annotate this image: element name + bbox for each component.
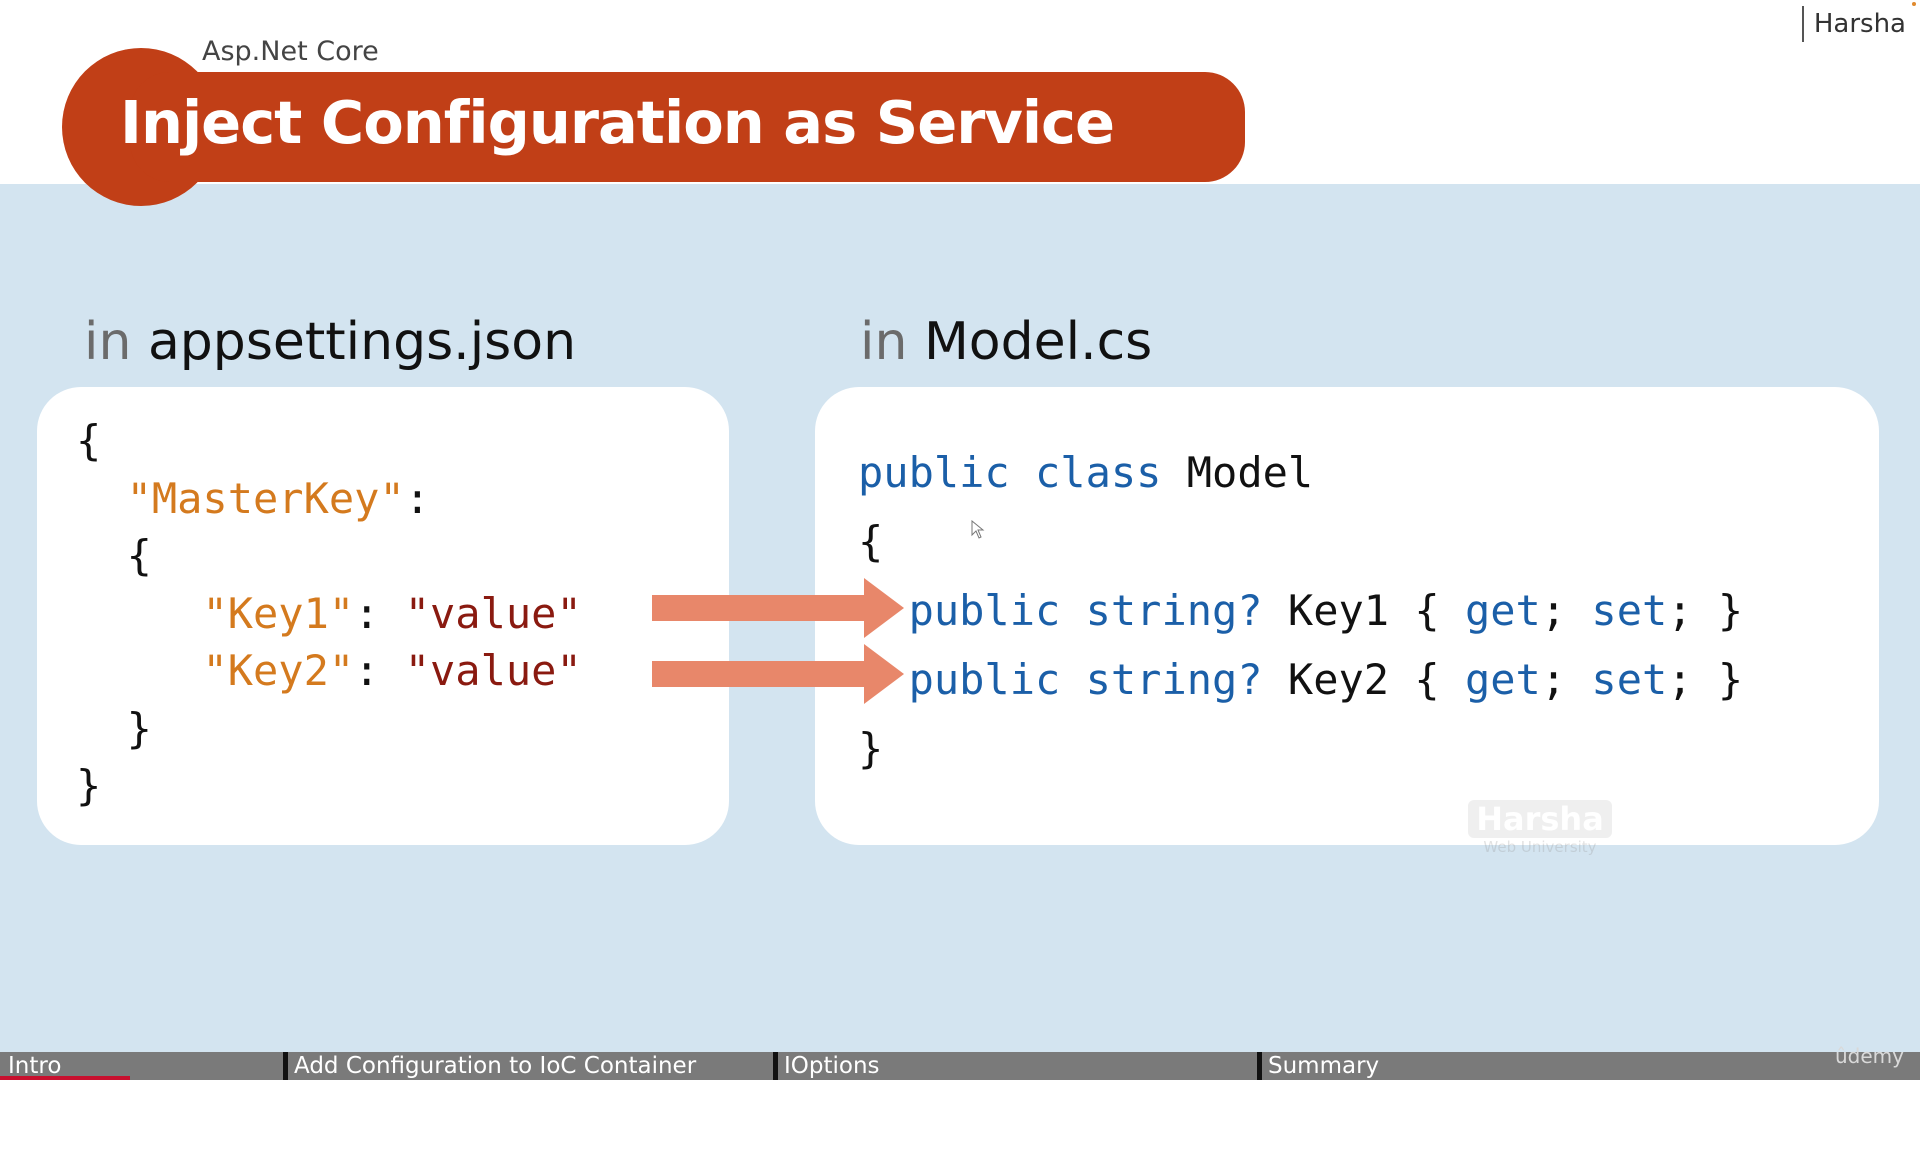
watermark-brand: Harsha bbox=[1468, 800, 1612, 838]
cs-acc-close-1: } bbox=[1717, 586, 1744, 635]
json-sep-1: : bbox=[354, 588, 405, 638]
json-value2: "value" bbox=[404, 646, 582, 695]
cs-prop-key2: Key2 bbox=[1287, 655, 1390, 704]
author-dot bbox=[1912, 2, 1916, 6]
csharp-code-block: public class Model { public string? Key1… bbox=[858, 438, 1743, 783]
json-colon: : bbox=[404, 473, 431, 523]
right-heading-filename: Model.cs bbox=[923, 312, 1153, 372]
json-inner-open-brace: { bbox=[126, 531, 152, 580]
left-heading-filename: appsettings.json bbox=[147, 312, 577, 372]
chapter-ioptions[interactable]: IOptions bbox=[784, 1053, 880, 1079]
cs-kw-string-2: string? bbox=[1085, 655, 1263, 704]
chapter-add-configuration[interactable]: Add Configuration to IoC Container bbox=[294, 1053, 697, 1079]
chapter-progress-bar[interactable]: Intro Add Configuration to IoC Container… bbox=[0, 1052, 1920, 1080]
cs-kw-public: public bbox=[858, 448, 1010, 497]
json-code-block: { "MasterKey": { "Key1": "value" "Key2":… bbox=[76, 412, 582, 815]
json-sep-2: : bbox=[354, 646, 405, 695]
right-heading-prefix: in bbox=[860, 312, 908, 372]
left-heading: in appsettings.json bbox=[84, 312, 576, 372]
json-master-key: "MasterKey" bbox=[126, 473, 405, 523]
arrow-right-icon bbox=[652, 578, 904, 638]
json-inner-close-brace: } bbox=[126, 703, 152, 753]
right-heading: in Model.cs bbox=[860, 312, 1152, 372]
json-open-brace: { bbox=[76, 416, 102, 465]
json-value1: "value" bbox=[404, 588, 582, 638]
chapter-intro[interactable]: Intro bbox=[8, 1053, 62, 1079]
arrow-right-icon bbox=[652, 644, 904, 704]
chapter-summary[interactable]: Summary bbox=[1268, 1053, 1380, 1079]
json-code-card bbox=[37, 387, 729, 845]
cs-acc-open-2: { bbox=[1414, 655, 1440, 704]
cs-acc-open-1: { bbox=[1414, 586, 1440, 635]
mouse-cursor-icon bbox=[971, 520, 985, 539]
cs-kw-public-2: public bbox=[908, 655, 1061, 704]
json-close-brace: } bbox=[76, 761, 102, 810]
cs-kw-public-1: public bbox=[908, 586, 1061, 635]
cs-kw-get-1: get bbox=[1464, 586, 1541, 635]
chapter-marker bbox=[283, 1052, 288, 1080]
cs-semi-1b: ; bbox=[1667, 586, 1693, 635]
cs-kw-get-2: get bbox=[1464, 655, 1541, 704]
cs-kw-string-1: string? bbox=[1085, 586, 1263, 635]
left-heading-prefix: in bbox=[84, 312, 132, 372]
slide-title: Inject Configuration as Service bbox=[120, 88, 1115, 157]
cs-kw-set-2: set bbox=[1591, 655, 1668, 704]
cs-acc-close-2: } bbox=[1717, 655, 1744, 704]
cs-kw-class: class bbox=[1035, 448, 1162, 497]
json-key2: "Key2" bbox=[202, 646, 355, 695]
watermark-sub: Web University bbox=[1483, 838, 1597, 856]
csharp-code-card bbox=[815, 387, 1879, 845]
watermark-logo: Harsha Web University bbox=[1452, 800, 1628, 862]
cs-semi-2a: ; bbox=[1540, 655, 1567, 704]
udemy-logo: ûdemy bbox=[1835, 1044, 1904, 1068]
cs-kw-set-1: set bbox=[1591, 586, 1668, 635]
cs-close-brace: } bbox=[858, 724, 884, 773]
cs-class-name: Model bbox=[1186, 448, 1314, 497]
chapter-marker bbox=[1257, 1052, 1262, 1080]
playback-progress[interactable] bbox=[0, 1076, 130, 1080]
cs-open-brace: { bbox=[858, 517, 884, 566]
cs-semi-2b: ; bbox=[1667, 655, 1693, 704]
author-tag: Harsha bbox=[1801, 6, 1906, 42]
title-banner bbox=[130, 72, 1245, 182]
cs-prop-key1: Key1 bbox=[1287, 586, 1390, 635]
json-key1: "Key1" bbox=[202, 588, 355, 638]
chapter-marker bbox=[773, 1052, 778, 1080]
cs-semi-1a: ; bbox=[1540, 586, 1567, 635]
slide-subtitle: Asp.Net Core bbox=[202, 36, 379, 67]
